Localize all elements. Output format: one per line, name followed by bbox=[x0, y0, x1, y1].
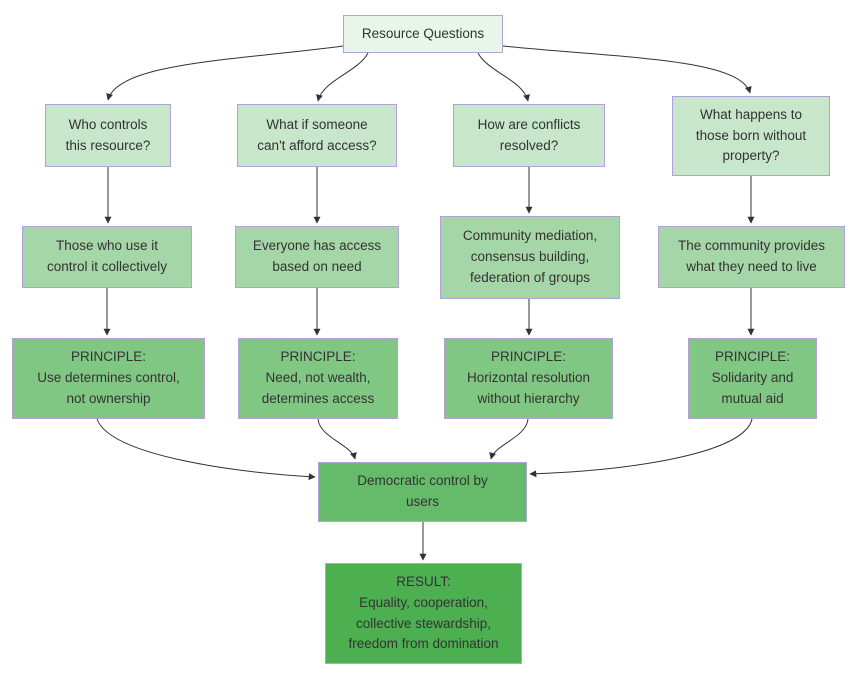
node-question-born-without-property: What happens to those born without prope… bbox=[672, 96, 830, 176]
node-principle-need-not-wealth: PRINCIPLE: Need, not wealth, determines … bbox=[238, 338, 398, 419]
edge-p2-democratic bbox=[317, 418, 357, 460]
edge-resource-q1 bbox=[106, 45, 344, 101]
node-answer-collective-control: Those who use it control it collectively bbox=[22, 226, 192, 288]
node-principle-solidarity-mutual-aid: PRINCIPLE: Solidarity and mutual aid bbox=[688, 338, 817, 419]
node-answer-community-provides: The community provides what they need to… bbox=[658, 226, 845, 288]
node-result: RESULT: Equality, cooperation, collectiv… bbox=[325, 563, 522, 664]
node-question-afford-access: What if someone can't afford access? bbox=[237, 104, 397, 167]
edge-p3-democratic bbox=[489, 418, 529, 460]
edge-resource-q4 bbox=[502, 45, 752, 94]
node-democratic-control: Democratic control by users bbox=[318, 462, 527, 522]
node-answer-community-mediation: Community mediation, consensus building,… bbox=[440, 216, 620, 299]
edge-p4-democratic bbox=[529, 418, 753, 478]
node-question-who-controls: Who controls this resource? bbox=[45, 104, 171, 167]
node-answer-access-by-need: Everyone has access based on need bbox=[235, 226, 399, 288]
node-resource-questions: Resource Questions bbox=[343, 15, 503, 53]
edge-resource-q2 bbox=[316, 52, 369, 102]
edge-resource-q3 bbox=[477, 52, 530, 102]
node-principle-horizontal-resolution: PRINCIPLE: Horizontal resolution without… bbox=[444, 338, 613, 419]
edge-p1-democratic bbox=[96, 418, 316, 481]
node-principle-use-determines-control: PRINCIPLE: Use determines control, not o… bbox=[12, 338, 205, 419]
node-question-conflicts-resolved: How are conflicts resolved? bbox=[453, 104, 605, 167]
